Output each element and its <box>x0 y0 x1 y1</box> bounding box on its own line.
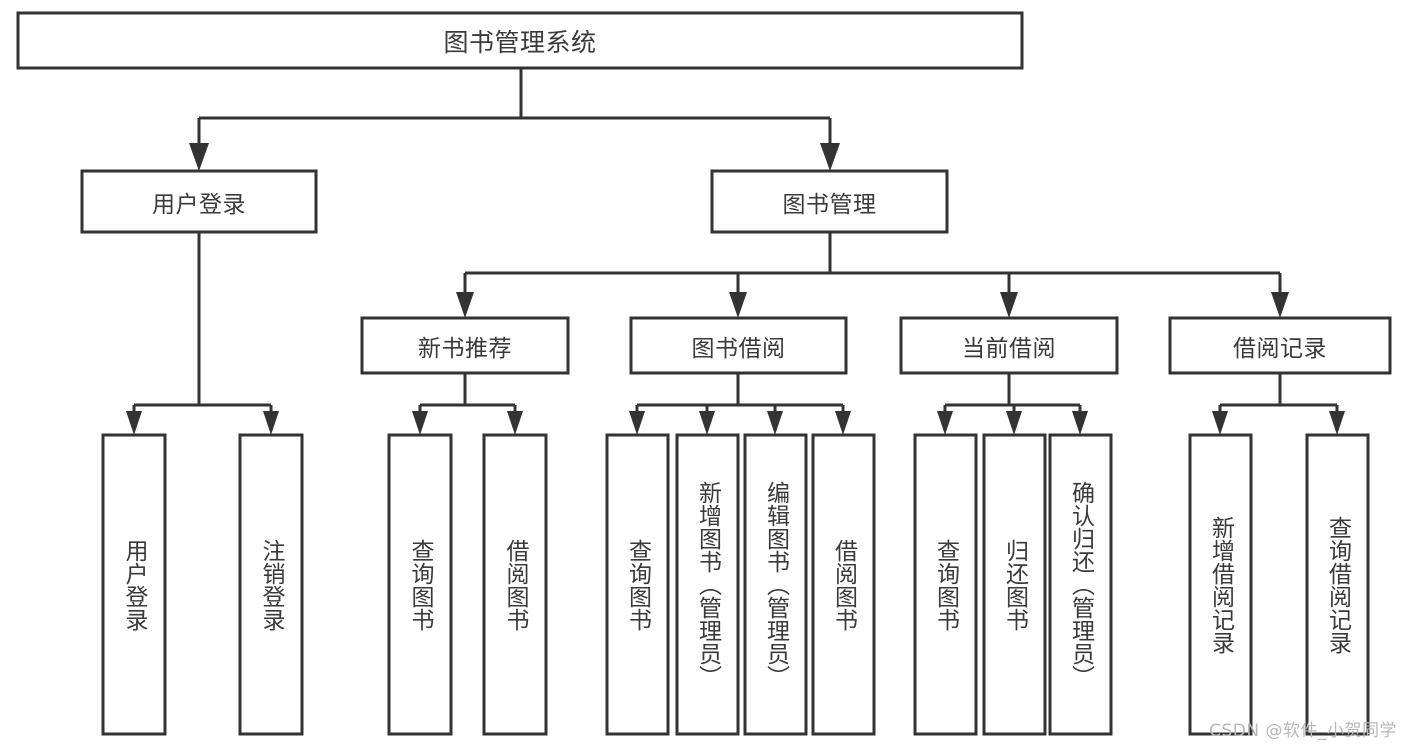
csdn-watermark: CSDN @软件_小贺同学 <box>1209 721 1397 741</box>
leaf-box-current-borrow-1[interactable] <box>982 433 1047 736</box>
connector-bookborrow-to-leaves <box>629 373 851 435</box>
leaf-box-book-borrow-1[interactable] <box>675 433 740 736</box>
arrow-head-icon <box>820 143 840 171</box>
arrow-head-icon <box>729 292 747 318</box>
arrow-head-icon <box>1212 411 1228 435</box>
node-borrow-record-box[interactable] <box>1168 316 1392 375</box>
leaf-box-new-book-0[interactable] <box>387 433 453 736</box>
node-book-manage-box[interactable] <box>710 169 949 234</box>
arrow-head-icon <box>456 292 474 318</box>
node-book-borrow-box[interactable] <box>629 316 848 375</box>
arrow-head-icon <box>1072 411 1088 435</box>
connector-borrowrecord-to-leaves <box>1212 373 1345 435</box>
arrow-head-icon <box>263 411 279 435</box>
connector-root-to-level2 <box>189 68 840 171</box>
leaf-box-current-borrow-2[interactable] <box>1048 433 1113 736</box>
leaf-box-user-login-0[interactable] <box>101 433 167 736</box>
arrow-head-icon <box>1271 292 1289 318</box>
arrow-head-icon <box>1006 411 1022 435</box>
connector-userlogin-to-leaves <box>126 232 279 435</box>
leaf-box-book-borrow-2[interactable] <box>743 433 808 736</box>
leaf-box-new-book-1[interactable] <box>482 433 548 736</box>
connector-newbook-to-leaves <box>412 373 523 435</box>
leaf-box-borrow-record-1[interactable] <box>1305 433 1370 736</box>
arrow-head-icon <box>937 411 953 435</box>
arrow-head-icon <box>412 411 428 435</box>
leaf-box-book-borrow-3[interactable] <box>811 433 876 736</box>
leaf-box-current-borrow-0[interactable] <box>913 433 978 736</box>
node-user-login-box[interactable] <box>80 169 318 234</box>
arrow-head-icon <box>126 411 142 435</box>
arrow-head-icon <box>835 411 851 435</box>
node-current-borrow-box[interactable] <box>899 316 1119 375</box>
node-root-box[interactable] <box>16 11 1024 70</box>
leaf-box-user-login-1[interactable] <box>238 433 304 736</box>
arrow-head-icon <box>629 411 645 435</box>
connector-currentborrow-to-leaves <box>937 373 1088 435</box>
arrow-head-icon <box>699 411 715 435</box>
arrow-head-icon <box>507 411 523 435</box>
arrow-head-icon <box>189 143 209 171</box>
arrow-head-icon <box>1329 411 1345 435</box>
leaf-box-borrow-record-0[interactable] <box>1188 433 1253 736</box>
node-new-book-box[interactable] <box>360 316 570 375</box>
arrow-head-icon <box>1000 292 1018 318</box>
leaf-box-book-borrow-0[interactable] <box>605 433 670 736</box>
arrow-head-icon <box>767 411 783 435</box>
connector-bookmanage-to-level3 <box>456 232 1289 318</box>
